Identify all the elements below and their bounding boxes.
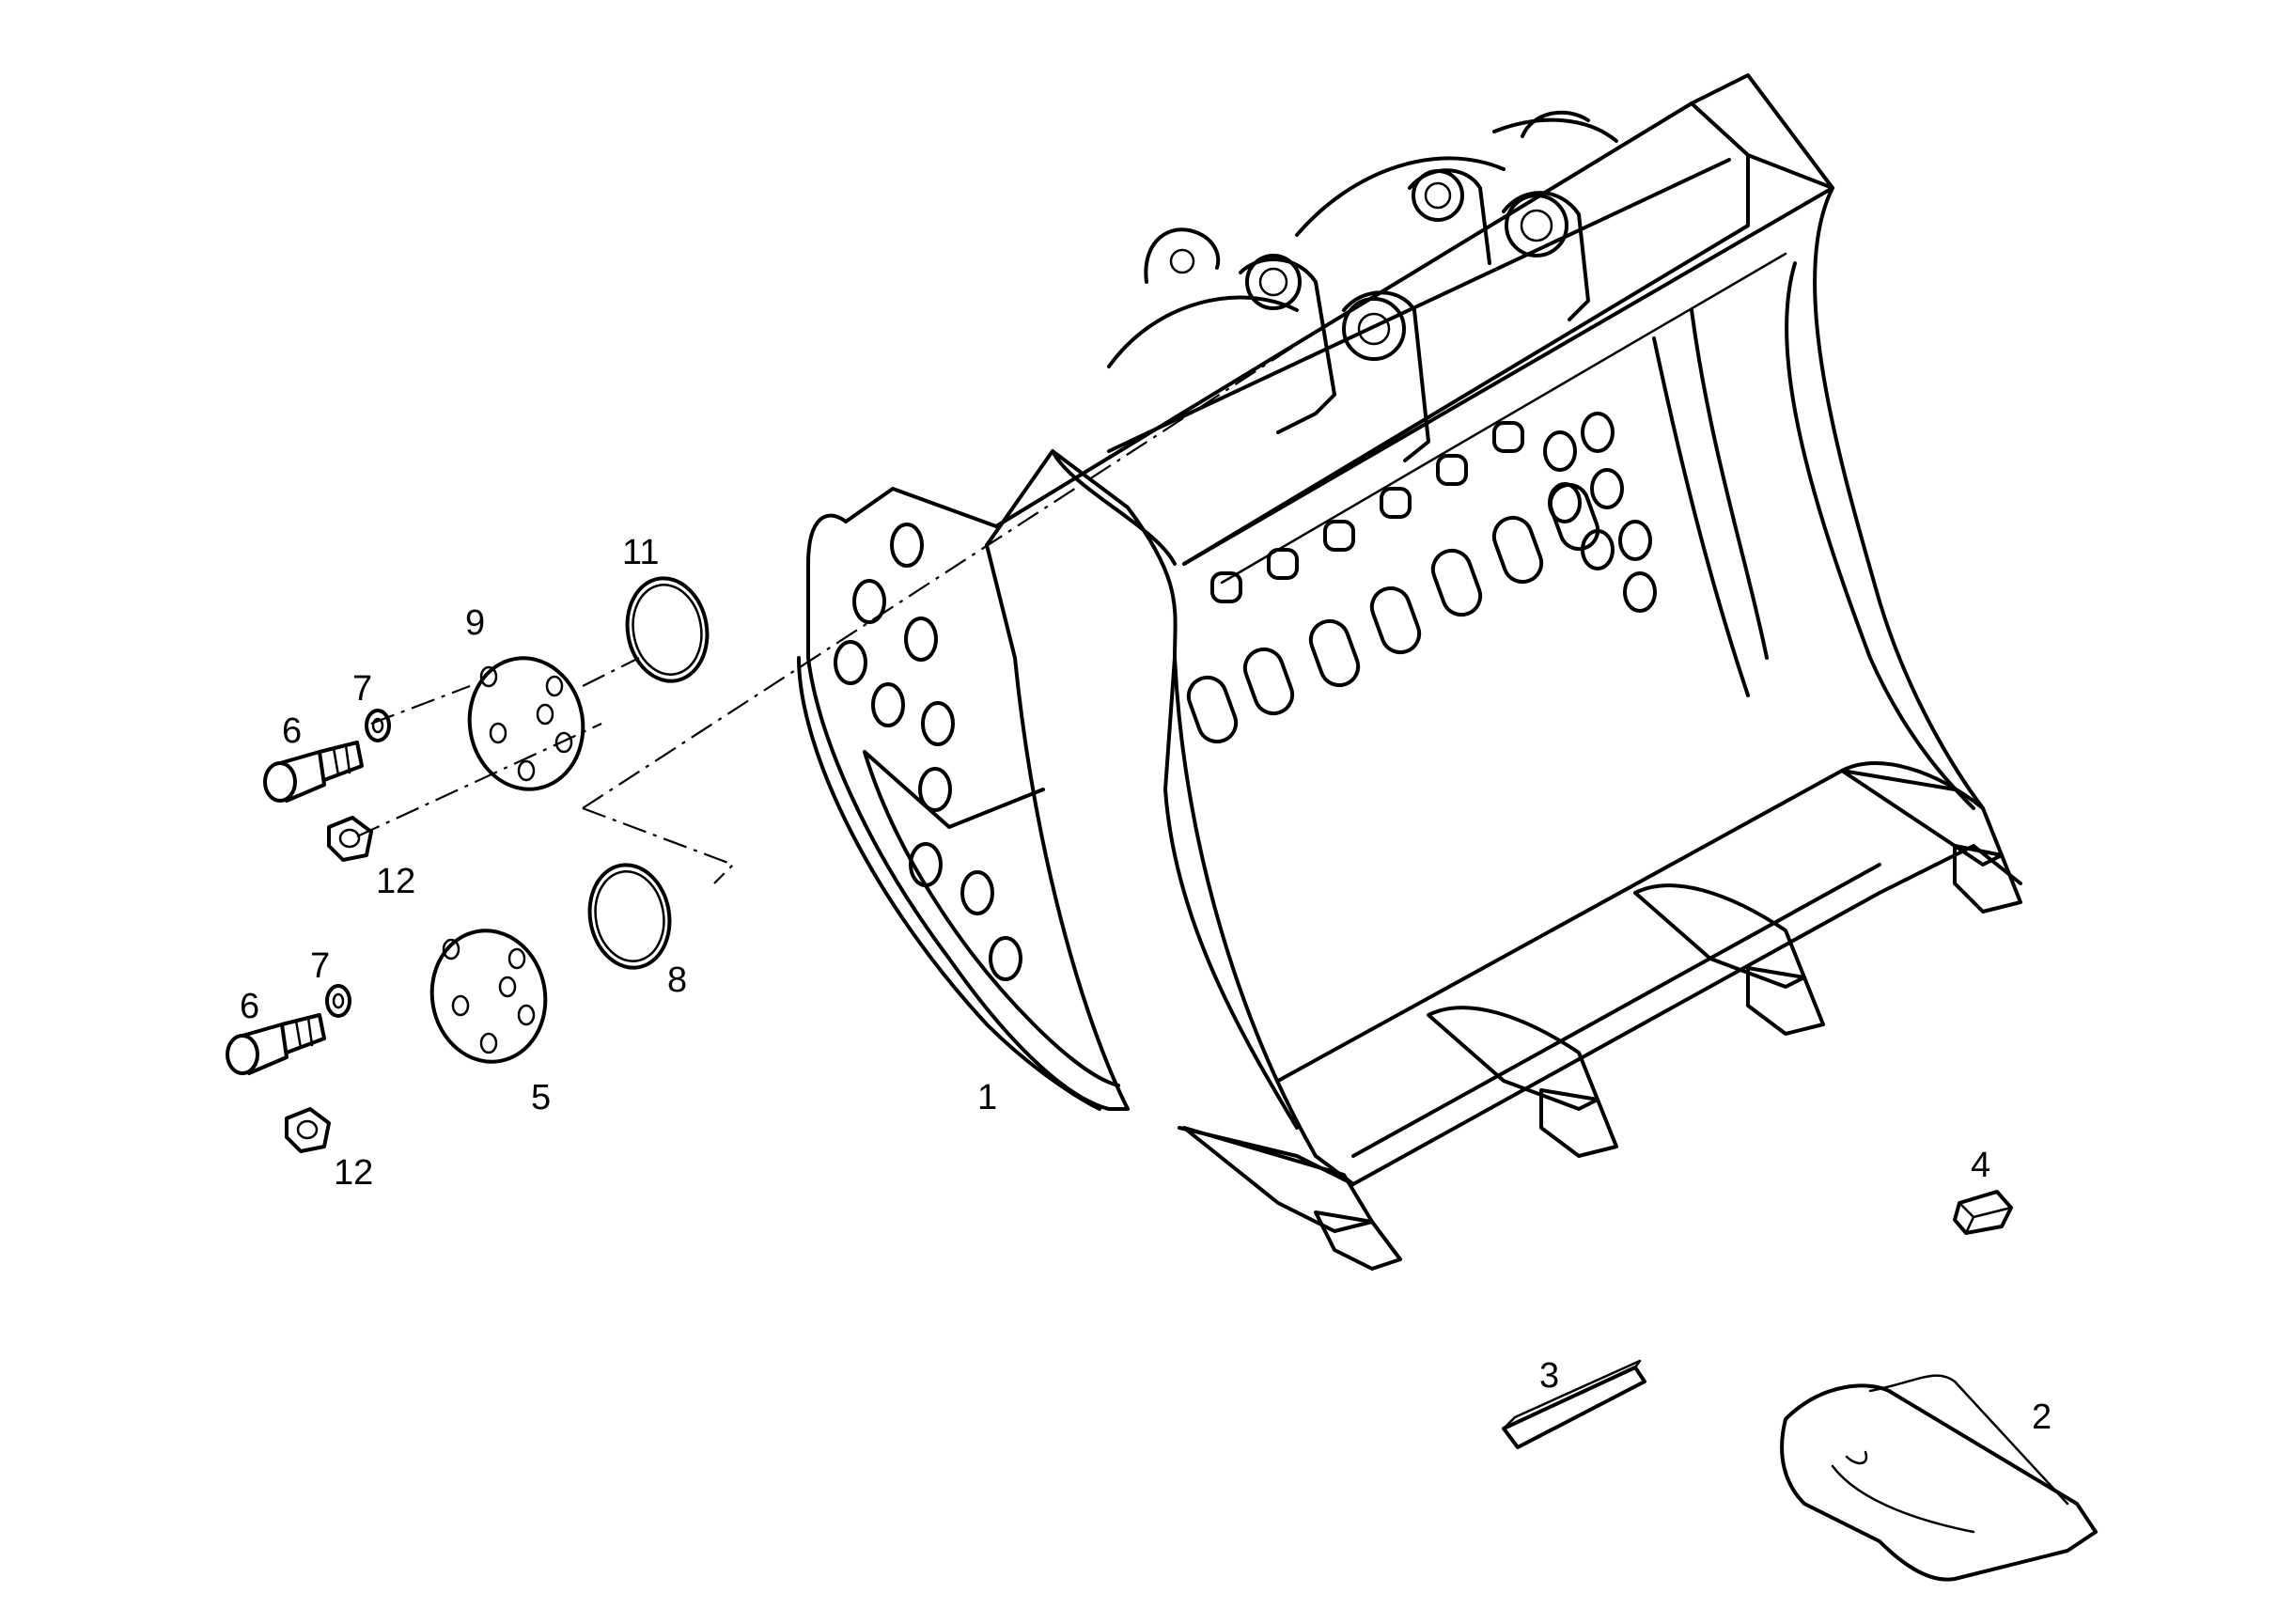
side-plate-holes (834, 523, 1022, 981)
tooth (1780, 1374, 2098, 1582)
callout-8: 8 (667, 960, 687, 1000)
washer-lower (325, 984, 351, 1018)
callout-11: 11 (622, 533, 659, 572)
callout-7-upper: 7 (352, 669, 372, 709)
right-side-holes (1543, 412, 1657, 613)
callout-12-upper: 12 (376, 862, 415, 901)
wear-strip (1502, 1359, 1646, 1449)
o-ring-lower (587, 863, 672, 970)
retainer (1953, 1190, 2013, 1235)
callout-7-lower: 7 (310, 946, 330, 986)
callout-9: 9 (465, 603, 485, 643)
cover-plate-upper (467, 656, 585, 791)
cover-plate-lower (429, 929, 548, 1064)
callout-1: 1 (977, 1078, 997, 1117)
bucket-drawing (582, 73, 2022, 1271)
plug-lower (285, 1107, 331, 1153)
callout-6-lower: 6 (240, 987, 259, 1026)
plug-upper (327, 816, 373, 862)
callout-5: 5 (531, 1078, 551, 1117)
o-ring-upper (625, 576, 710, 683)
callout-6-upper: 6 (282, 711, 302, 751)
callout-2: 2 (2032, 1398, 2052, 1437)
bucket-teeth (1182, 761, 2022, 1271)
back-wall-slots (1186, 421, 1600, 744)
callout-3: 3 (1539, 1356, 1559, 1396)
bolt-upper (263, 741, 364, 803)
callout-12-lower: 12 (334, 1153, 373, 1193)
bolt-lower (226, 1013, 326, 1075)
callout-4: 4 (1971, 1146, 1990, 1185)
washer-upper (365, 709, 391, 742)
